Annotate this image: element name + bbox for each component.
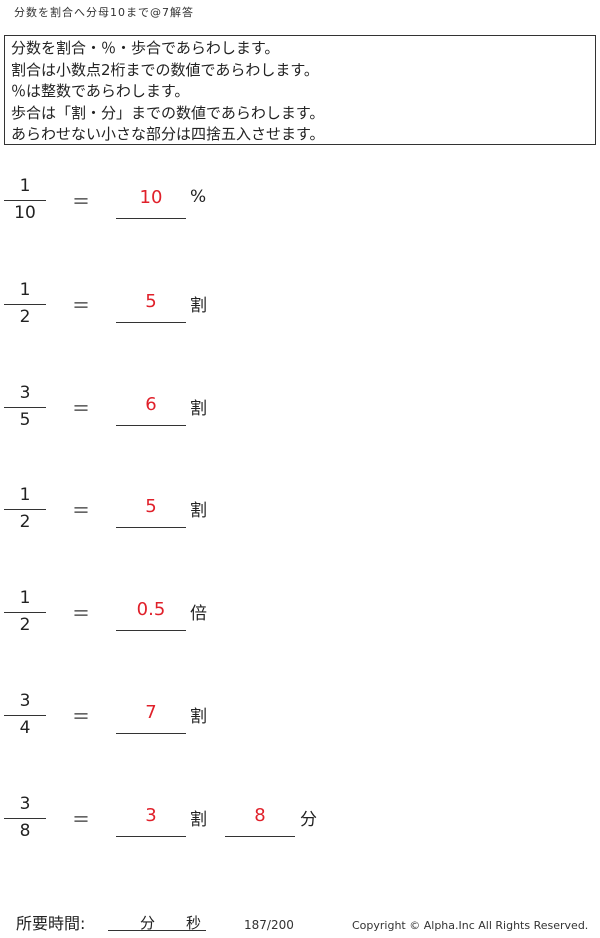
equals-sign: ＝ [72, 707, 90, 728]
denominator: 2 [19, 307, 31, 327]
answer-blank [116, 630, 186, 632]
copyright: Copyright © Alpha.Inc All Rights Reserve… [352, 919, 589, 932]
denominator: 8 [19, 821, 31, 841]
fraction-bar [4, 407, 46, 409]
instruction-line: あらわせない小さな部分は四捨五入させます。 [11, 125, 325, 143]
answer-value: 6 [145, 394, 157, 415]
answer-value: 5 [145, 291, 157, 312]
numerator: 1 [19, 485, 31, 505]
instruction-line: 割合は小数点2桁までの数値であらわします。 [11, 60, 319, 79]
answer-unit: 割 [190, 707, 207, 727]
problem-1: 1 10 ＝ 10 % [0, 176, 600, 236]
denominator: 4 [19, 718, 31, 738]
fraction-bar [4, 509, 46, 511]
instruction-line: ％は整数であらわします。 [11, 82, 190, 100]
answer-blank-2 [225, 836, 295, 838]
numerator: 1 [19, 280, 31, 300]
denominator: 2 [19, 615, 31, 635]
answer-unit-2: 分 [300, 810, 317, 830]
answer-blank [116, 836, 186, 838]
answer-value: 10 [139, 187, 163, 208]
answer-blank [116, 733, 186, 735]
answer-blank [116, 527, 186, 529]
numerator: 3 [19, 794, 31, 814]
fraction-bar [4, 304, 46, 306]
answer-value-2: 8 [254, 805, 266, 826]
answer-value: 3 [145, 805, 157, 826]
denominator: 2 [19, 512, 31, 532]
equals-sign: ＝ [72, 810, 90, 831]
instruction-line: 分数を割合・％・歩合であらわします。 [11, 39, 280, 57]
worksheet-title: 分数を割合へ分母10まで@7解答 [14, 6, 194, 19]
instructions-box: 分数を割合・％・歩合であらわします。 割合は小数点2桁までの数値であらわします。… [4, 35, 596, 145]
equals-sign: ＝ [72, 399, 90, 420]
answer-blank [116, 425, 186, 427]
numerator: 1 [19, 588, 31, 608]
problem-2: 1 2 ＝ 5 割 [0, 280, 600, 340]
time-input-line [108, 930, 206, 932]
problem-6: 3 4 ＝ 7 割 [0, 691, 600, 751]
problem-5: 1 2 ＝ 0.5 倍 [0, 588, 600, 648]
fraction-bar [4, 612, 46, 614]
equals-sign: ＝ [72, 192, 90, 213]
time-required-label: 所要時間: [16, 914, 86, 933]
problem-7: 3 8 ＝ 3 割 8 分 [0, 794, 600, 854]
fraction-bar [4, 200, 46, 202]
answer-unit: 割 [190, 501, 207, 521]
equals-sign: ＝ [72, 604, 90, 625]
answer-unit: % [190, 187, 207, 207]
numerator: 3 [19, 691, 31, 711]
answer-unit: 倍 [190, 604, 207, 624]
fraction-bar [4, 715, 46, 717]
answer-value: 5 [145, 496, 157, 517]
minutes-label: 分 [140, 914, 156, 932]
answer-unit: 割 [190, 399, 207, 419]
answer-blank [116, 322, 186, 324]
equals-sign: ＝ [72, 296, 90, 317]
equals-sign: ＝ [72, 501, 90, 522]
fraction-bar [4, 818, 46, 820]
problem-3: 3 5 ＝ 6 割 [0, 383, 600, 443]
instruction-line: 歩合は「割・分」までの数値であらわします。 [11, 103, 325, 122]
answer-blank [116, 218, 186, 220]
page-number: 187/200 [244, 918, 294, 932]
denominator: 10 [14, 203, 36, 223]
answer-unit: 割 [190, 810, 207, 830]
answer-unit: 割 [190, 296, 207, 316]
answer-value: 0.5 [136, 599, 166, 620]
problem-4: 1 2 ＝ 5 割 [0, 485, 600, 545]
numerator: 3 [19, 383, 31, 403]
seconds-label: 秒 [186, 914, 202, 932]
denominator: 5 [19, 410, 31, 430]
numerator: 1 [19, 176, 31, 196]
answer-value: 7 [145, 702, 157, 723]
